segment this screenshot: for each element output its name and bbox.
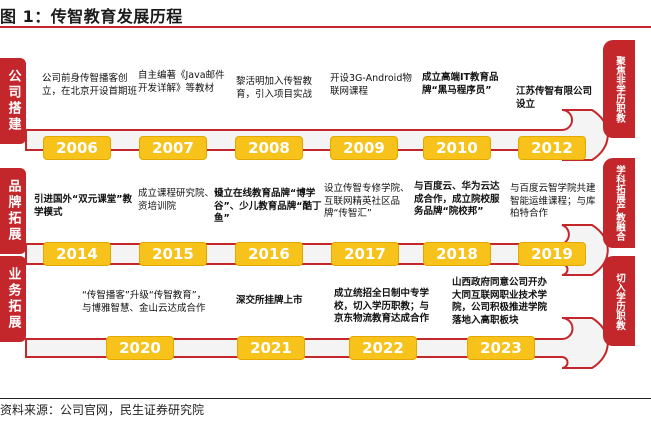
- year-2006: 2006: [43, 136, 111, 160]
- event-2016: 设立在线教育品牌“博学谷”、少儿教育品牌“酷丁鱼”: [214, 188, 322, 224]
- year-2008: 2008: [235, 136, 303, 160]
- event-2022: 成立统招全日制中专学校，切入学历职教；与京东物流教育达成合作: [334, 288, 430, 324]
- event-2021: 深交所挂牌上市: [236, 295, 303, 306]
- event-2008: 黎活明加入传智教育，引入项目实战: [236, 76, 313, 100]
- year-2014: 2014: [43, 242, 111, 266]
- event-2007: 自主编著《Java邮件开发详解》等教材: [138, 70, 225, 94]
- year-2016: 2016: [235, 242, 303, 266]
- title-underline: [0, 26, 651, 28]
- year-2012: 2012: [518, 136, 586, 160]
- event-2020: “传智播客”升级“传智教育”，与博雅智慧、金山云达成合作: [82, 290, 207, 314]
- year-2021: 2021: [237, 336, 305, 360]
- category-company-setup: 公司搭建: [0, 58, 26, 144]
- event-2015: 成立课程研究院、师资培训院: [138, 188, 224, 212]
- year-2019: 2019: [518, 242, 586, 266]
- footer-rule: [0, 398, 651, 399]
- phase-discipline-expansion: 学科拓展产教融合: [603, 158, 635, 248]
- year-2007: 2007: [139, 136, 207, 160]
- event-2006: 公司前身传智播客创立，在北京开设首期班: [42, 73, 138, 97]
- event-2023: 山西政府同意公司开办大同互联网职业技术学院，公司积极推进学院落地入高职板块: [452, 277, 548, 326]
- event-2014: 引进国外“双元课堂”教学模式: [34, 194, 132, 218]
- year-2018: 2018: [423, 242, 491, 266]
- source-note: 资料来源：公司官网，民生证券研究院: [0, 403, 205, 417]
- category-brand-expansion: 品牌拓展: [0, 168, 26, 254]
- phase-non-degree: 聚焦非学历职教: [603, 40, 635, 138]
- event-2019: 与百度云智学院共建智能运维课程；与库柏特合作: [510, 183, 596, 219]
- event-2018: 与百度云、华为云达成合作，成立院校服务品牌“院校邦”: [414, 181, 500, 217]
- phase-degree-education: 切入学历职教: [603, 256, 635, 346]
- year-2015: 2015: [139, 242, 207, 266]
- event-2009: 开设3G-Android物联网课程: [330, 73, 412, 97]
- event-2010: 成立高端IT教育品牌“黑马程序员”: [422, 72, 499, 96]
- year-2010: 2010: [423, 136, 491, 160]
- year-2022: 2022: [349, 336, 417, 360]
- event-2012: 江苏传智有限公司设立: [516, 86, 593, 110]
- figure-title: 图 1：传智教育发展历程: [0, 7, 183, 26]
- year-2009: 2009: [330, 136, 398, 160]
- event-2017: 设立传智专修学院、互联网精英社区品牌“传智汇”: [324, 183, 410, 219]
- year-2020: 2020: [106, 336, 174, 360]
- year-2023: 2023: [467, 336, 535, 360]
- category-business-expansion: 业务拓展: [0, 256, 26, 342]
- year-2017: 2017: [331, 242, 399, 266]
